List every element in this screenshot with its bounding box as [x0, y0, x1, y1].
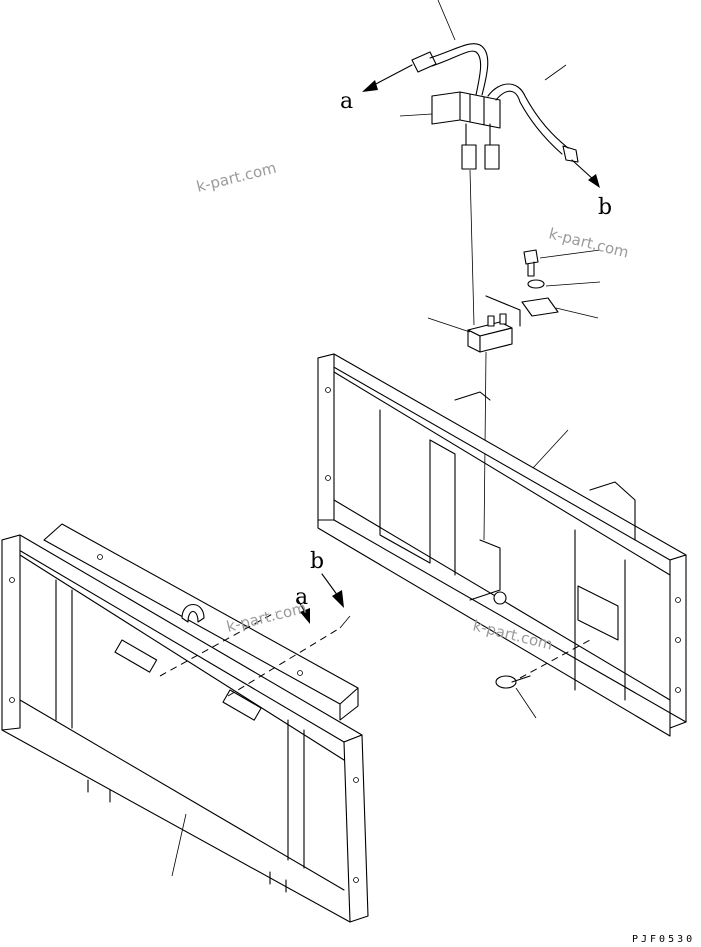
label-a-top: a	[340, 89, 353, 114]
bracket	[521, 297, 559, 317]
fitting-b	[562, 145, 579, 163]
label-b-bottom: b	[310, 549, 324, 574]
mounting-block	[467, 313, 513, 353]
drawing-code: PJF0530	[632, 934, 695, 945]
cover-plate	[577, 585, 619, 641]
label-b-top: b	[598, 195, 612, 220]
hose-assembly	[411, 43, 579, 170]
arrow-b-top	[571, 159, 600, 188]
lifting-ring	[181, 603, 205, 623]
hose-clamp	[431, 91, 461, 125]
washer	[527, 279, 545, 289]
hose-b-inner	[495, 90, 563, 155]
watermark: k-part.com	[547, 224, 631, 261]
tube-end-left	[461, 144, 477, 170]
arrow-a-top	[362, 64, 413, 92]
arrow-a-bottom	[297, 599, 310, 624]
fitting-a	[411, 51, 437, 73]
hose-b	[487, 83, 569, 149]
fork-carriage-left	[1, 523, 369, 923]
label-a-bottom: a	[295, 585, 308, 610]
watermark: k-part.com	[195, 159, 279, 196]
carriage-frame-right	[317, 353, 687, 737]
hose-a	[429, 43, 489, 96]
watermark: k-part.com	[225, 599, 309, 636]
arrow-b-bottom	[321, 573, 344, 608]
bolt	[523, 249, 539, 277]
hose-a-inner	[431, 50, 482, 96]
tube-end-right	[484, 144, 500, 170]
bolt-bottom	[495, 675, 531, 689]
